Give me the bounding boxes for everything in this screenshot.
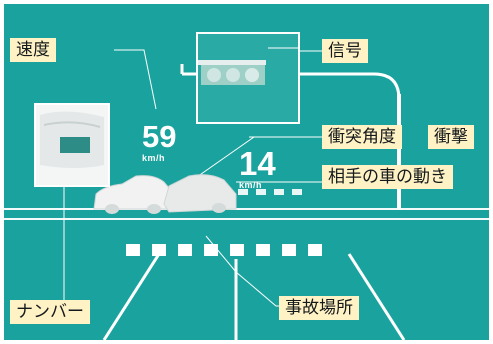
label-other-vehicle-motion: 相手の車の動き <box>322 165 453 189</box>
label-collision-angle: 衝突角度 <box>322 125 402 149</box>
road-scene <box>4 49 489 340</box>
traffic-light-icon <box>198 47 298 85</box>
label-speed: 速度 <box>10 38 56 62</box>
accident-diagram: 59 km/h 14 km/h 速度 信号 衝突角度 衝撃 相手の車の動き ナン… <box>4 4 489 340</box>
label-accident-location: 事故場所 <box>279 296 359 320</box>
vehicle-speed-readout: 59 km/h <box>142 119 177 163</box>
speed-unit: km/h <box>142 153 166 163</box>
label-impact: 衝撃 <box>428 125 474 149</box>
label-signal: 信号 <box>322 39 368 63</box>
label-license-plate: ナンバー <box>10 300 90 324</box>
speed-value: 59 <box>142 119 177 154</box>
car-collision-icon <box>93 174 237 214</box>
license-plate-closeup <box>34 103 110 187</box>
traffic-signal-callout <box>196 32 300 124</box>
license-plate-closeup-icon <box>36 105 108 185</box>
speed-unit: km/h <box>239 180 263 190</box>
speed-value: 14 <box>239 145 276 182</box>
crosswalk <box>126 244 322 256</box>
other-vehicle-speed-readout: 14 km/h <box>239 145 276 190</box>
